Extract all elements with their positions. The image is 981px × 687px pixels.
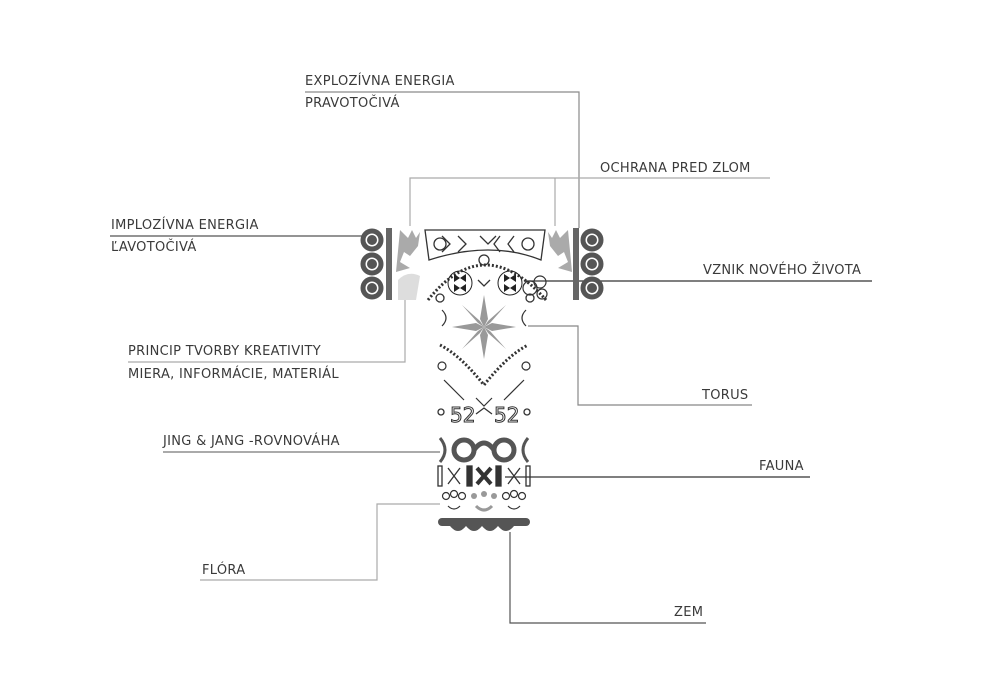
yin-yang-spirals: [438, 437, 530, 463]
label-pravotociva: PRAVOTOČIVÁ: [305, 96, 400, 111]
leader-ochrana: [409, 177, 770, 226]
flora-row: [441, 489, 527, 512]
s-motif: 52 52: [437, 403, 531, 428]
leader-explozivna: [305, 91, 580, 228]
label-miera-informacie: MIERA, INFORMÁCIE, MATERIÁL: [128, 367, 339, 382]
top-pattern: [424, 229, 548, 303]
leader-lines: [110, 91, 872, 624]
label-torus: TORUS: [702, 388, 749, 403]
label-zem: ZEM: [674, 605, 704, 620]
heart-bead-pattern: [437, 309, 531, 407]
label-implozivna-energia: IMPLOZÍVNA ENERGIA: [111, 218, 259, 233]
torus-flower: [452, 295, 516, 359]
label-explozivna-energia: EXPLOZÍVNA ENERGIA: [305, 74, 455, 89]
sun-rosettes: [447, 270, 523, 296]
label-jing-jang: JING & JANG -ROVNOVÁHA: [163, 434, 340, 449]
left-spirals: [360, 228, 392, 300]
label-ochrana-pred-zlom: OCHRANA PRED ZLOM: [600, 161, 751, 176]
label-vznik-noveho-zivota: VZNIK NOVÉHO ŽIVOTA: [703, 263, 862, 278]
life-flower: [522, 275, 548, 300]
label-princip-tvorby: PRINCIP TVORBY KREATIVITY: [128, 344, 322, 359]
t-stem: 52 52: [437, 295, 531, 531]
t-crossbar: [360, 228, 604, 303]
leader-princip: [128, 298, 406, 363]
fauna-crosses: [437, 465, 531, 487]
leader-zem: [509, 532, 706, 624]
earth-base: [438, 518, 530, 531]
svg-text:52: 52: [450, 403, 475, 427]
left-bird: [396, 230, 420, 300]
leader-torus: [528, 325, 752, 406]
leader-flora: [200, 503, 440, 581]
label-flora: FLÓRA: [202, 563, 246, 578]
label-fauna: FAUNA: [759, 459, 804, 474]
svg-text:52: 52: [494, 403, 519, 427]
right-spirals: [573, 228, 604, 300]
right-bird: [548, 230, 572, 272]
label-lavotociva: ĽAVOTOČIVÁ: [111, 240, 197, 255]
